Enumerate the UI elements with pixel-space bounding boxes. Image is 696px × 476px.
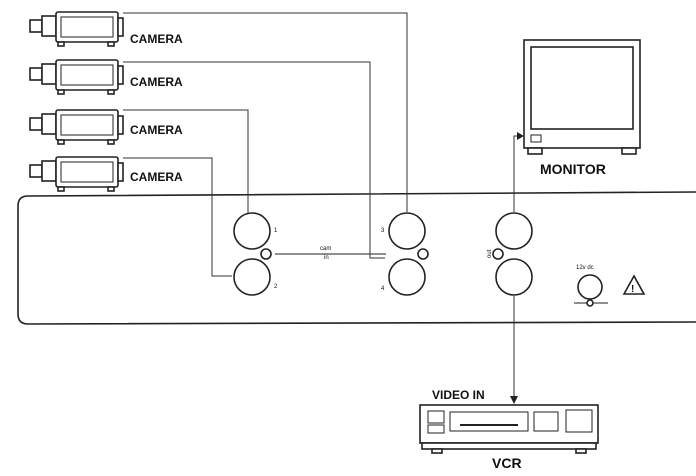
camera-3: CAMERA [29, 109, 183, 145]
warning-symbol: ! [631, 284, 634, 295]
port-3 [388, 212, 426, 250]
power-jack [577, 274, 603, 300]
camera-1-cable [123, 12, 408, 212]
camera-1: CAMERA [29, 11, 183, 47]
vcr: VIDEO IN VCR [419, 388, 599, 471]
port-pair-3-4: 3 4 [381, 212, 429, 296]
port-2-label: 2 [274, 284, 278, 290]
power-section: 12v dc ! [574, 265, 646, 307]
camera-4-label: CAMERA [130, 170, 183, 184]
camera-3-label: CAMERA [130, 123, 183, 137]
monitor-label: MONITOR [540, 161, 606, 177]
camera-2-label: CAMERA [130, 75, 183, 89]
power-label: 12v dc [576, 265, 594, 271]
monitor: MONITOR [523, 39, 641, 177]
port-2 [233, 258, 271, 296]
port-4-label: 4 [381, 286, 385, 292]
output-ports: out [487, 212, 533, 296]
port-4 [388, 258, 426, 296]
camera-2: CAMERA [29, 59, 183, 95]
out-port-monitor [495, 212, 533, 250]
camera-4: CAMERA [29, 156, 183, 192]
camera-2-cable [123, 61, 385, 259]
out-port-vcr [495, 258, 533, 296]
camera-3-cable [123, 109, 249, 213]
vcr-label: VCR [492, 455, 522, 471]
cam-in-label-1: cam [320, 246, 331, 252]
port-1-label: 1 [274, 228, 278, 234]
camera-1-label: CAMERA [130, 32, 183, 46]
port-pair-1-2: 1 2 [233, 212, 278, 296]
camera-4-cable [123, 157, 232, 277]
out-label: out [487, 249, 493, 258]
unit-back-panel [17, 191, 696, 325]
warning-icon [622, 274, 646, 295]
vcr-input-label: VIDEO IN [432, 388, 485, 402]
port-1 [233, 212, 271, 250]
cam-in-label-2: in [324, 255, 329, 261]
port-3-label: 3 [381, 228, 385, 234]
